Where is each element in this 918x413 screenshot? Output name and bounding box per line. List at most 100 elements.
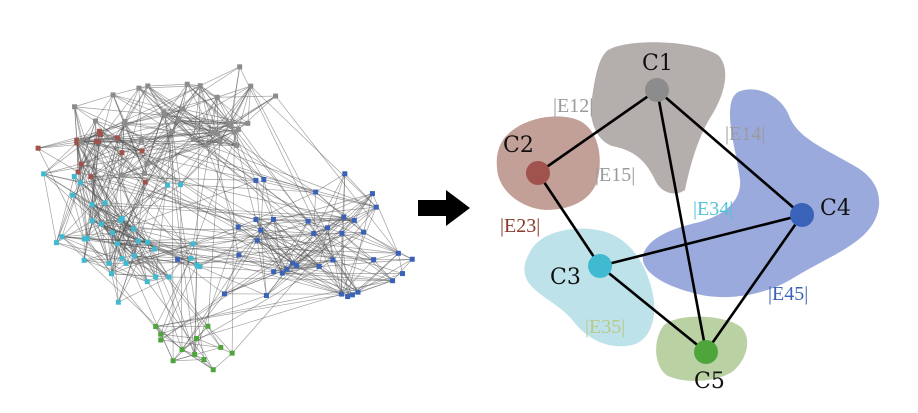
network-edge (61, 236, 148, 243)
network-edge (160, 227, 328, 341)
network-edge (72, 195, 85, 239)
network-edge (61, 217, 123, 238)
network-edge (275, 95, 399, 254)
network-edge (112, 94, 166, 117)
network-edge (134, 255, 191, 259)
network-edge (207, 141, 221, 327)
network-edge (160, 129, 239, 335)
original-network (35, 64, 415, 373)
network-node (139, 148, 145, 154)
network-node (138, 138, 144, 144)
cluster-node-label-c2: C2 (503, 133, 534, 158)
network-edge (352, 258, 413, 296)
cluster-edges (536, 88, 804, 354)
network-node (144, 160, 150, 166)
network-node (135, 238, 141, 244)
network-node (237, 64, 243, 70)
network-node (114, 241, 120, 247)
network-edge (80, 182, 106, 204)
network-node (284, 266, 290, 272)
network-edge (327, 173, 346, 228)
network-edge (205, 144, 377, 208)
network-edge (257, 233, 314, 241)
network-node (248, 83, 254, 89)
network-node (342, 171, 348, 177)
network-edge (257, 240, 293, 264)
network-node (215, 131, 221, 137)
cluster-node-c5 (694, 340, 718, 364)
network-edge (392, 258, 413, 281)
network-node (217, 139, 223, 145)
network-edge (144, 173, 355, 221)
network-edge (273, 219, 297, 266)
network-edge (286, 268, 342, 295)
network-edge (43, 131, 100, 175)
edge-c2-c3 (536, 172, 602, 267)
network-edge (363, 193, 373, 233)
network-edge (112, 232, 135, 257)
network-node (89, 202, 95, 208)
network-edge (296, 265, 320, 267)
network-edge (182, 84, 188, 110)
network-node (193, 335, 199, 341)
network-edge (178, 120, 231, 126)
network-edge (104, 202, 194, 245)
network-edge (112, 87, 140, 96)
network-edge (126, 258, 413, 264)
network-edge (72, 150, 143, 196)
network-edge (112, 94, 173, 132)
network-edge (91, 120, 96, 205)
network-edge (296, 265, 342, 295)
network-node (114, 135, 120, 141)
network-edge (56, 242, 123, 259)
network-edge (260, 229, 314, 234)
network-edge (181, 229, 261, 350)
network-edge (138, 87, 173, 132)
network-node (235, 127, 241, 133)
network-edge (224, 233, 314, 295)
network-node (41, 171, 47, 177)
network-node (210, 367, 216, 373)
cluster-node-label-c1: C1 (642, 51, 673, 76)
network-node (94, 138, 100, 144)
network-edge (177, 259, 225, 295)
network-node (263, 292, 269, 298)
network-edge (273, 220, 309, 272)
network-node (136, 85, 142, 91)
network-edge (90, 176, 110, 264)
network-edge (112, 232, 119, 303)
network-edge (211, 97, 218, 133)
network-edge (147, 85, 173, 132)
network-node (96, 128, 102, 134)
network-edge (247, 86, 252, 124)
network-node (81, 236, 87, 242)
network-edge (43, 173, 57, 243)
network-node (409, 256, 415, 262)
network-node (71, 174, 77, 180)
network-edge (80, 141, 102, 225)
network-edge (124, 111, 164, 125)
network-edge (56, 242, 110, 264)
network-node (330, 257, 336, 263)
network-edge (155, 276, 183, 350)
network-edge (120, 124, 125, 175)
network-edge (144, 173, 168, 186)
network-edge (37, 147, 79, 173)
network-edge (315, 191, 364, 233)
network-edge (255, 180, 262, 231)
network-edge (56, 176, 75, 243)
network-node (373, 204, 379, 210)
network-node (109, 271, 115, 277)
network-edge (172, 125, 231, 132)
network-node (145, 239, 151, 245)
network-node (271, 269, 277, 275)
edge-c1-c4 (656, 89, 803, 216)
network-node (78, 138, 84, 144)
network-node (245, 120, 251, 126)
network-edge (282, 272, 348, 297)
network-node (271, 216, 277, 222)
network-edge (124, 88, 140, 122)
network-edge (200, 66, 240, 87)
network-node (235, 224, 241, 230)
